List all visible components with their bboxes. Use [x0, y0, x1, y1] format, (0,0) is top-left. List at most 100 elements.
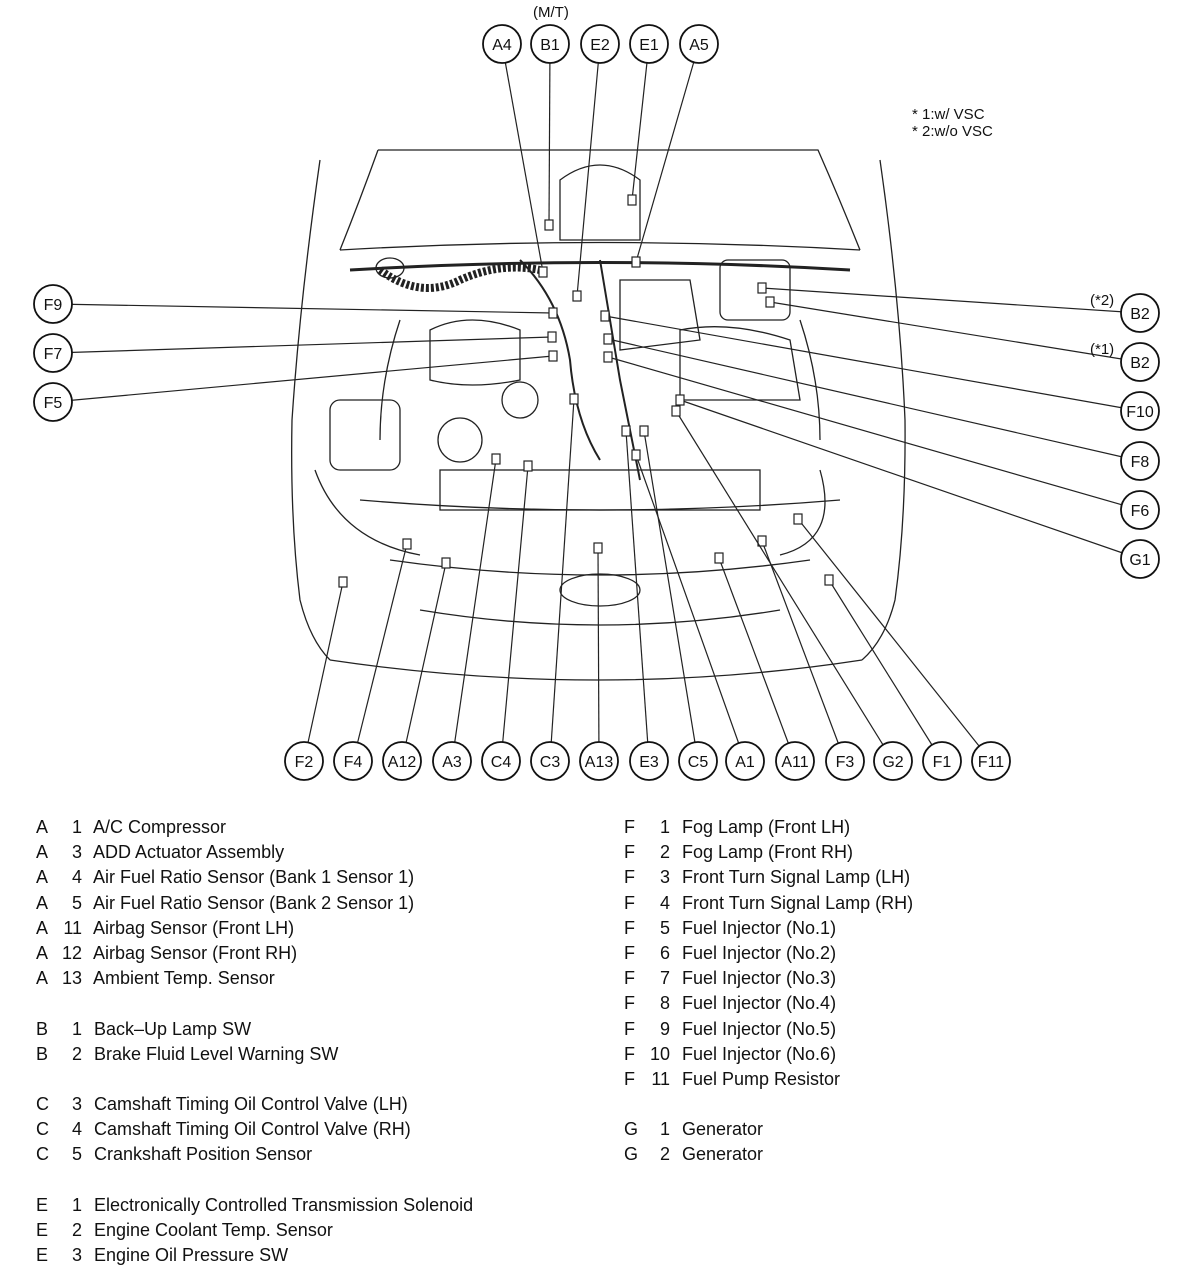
connector-marker	[757, 535, 767, 547]
callout-label: B2	[1130, 306, 1150, 323]
callout-circle	[678, 741, 718, 781]
legend-letter: F	[624, 942, 635, 963]
callout-circle	[284, 741, 324, 781]
legend-name: Generator	[672, 1119, 764, 1140]
callout-circle	[33, 333, 73, 373]
legend-letter: A	[36, 842, 49, 863]
connector-marker	[639, 425, 649, 437]
callout-label: F2	[295, 754, 314, 771]
callout-label: F4	[344, 754, 363, 771]
callout-circle	[1120, 293, 1160, 333]
connector-marker	[600, 310, 610, 322]
callout-circle	[382, 741, 422, 781]
legend-letter: F	[624, 968, 635, 989]
legend-name: Engine Coolant Temp. Sensor	[84, 1220, 333, 1240]
callout-a4: A4	[482, 24, 522, 64]
leader-line	[607, 356, 1141, 511]
legend-letter: E	[36, 1220, 49, 1240]
legend-number: 4	[659, 892, 670, 913]
legend-number: 6	[659, 942, 670, 963]
connector-marker	[491, 453, 501, 465]
legend-name: Airbag Sensor (Front LH)	[84, 917, 295, 938]
legend-name: Fog Lamp (Front RH)	[672, 842, 854, 863]
legend-number: 10	[649, 1043, 670, 1064]
callout-b2: B2	[1120, 342, 1160, 382]
callout-c4: C4	[481, 741, 521, 781]
legend-name: Engine Oil Pressure SW	[84, 1245, 289, 1266]
callout-label: F1	[933, 754, 952, 771]
leader-line	[631, 43, 650, 201]
leader-line	[761, 540, 846, 762]
leader-line	[679, 399, 1141, 560]
legend-spacer	[624, 1092, 913, 1117]
callout-circle	[580, 24, 620, 64]
callout-circle	[530, 24, 570, 64]
callout-label: A11	[781, 754, 808, 771]
legend-number: 1	[71, 1194, 82, 1215]
legend-letter: F	[624, 1043, 635, 1064]
connector-marker	[593, 542, 603, 554]
callout-a5: A5	[679, 24, 719, 64]
leader-line	[635, 43, 700, 263]
legend-number: 2	[659, 842, 670, 863]
legend-number: 1	[659, 817, 670, 837]
legend-letter: G	[624, 1119, 639, 1140]
legend-spacer	[36, 1067, 473, 1092]
callout-circle	[629, 741, 669, 781]
legend-letter: G	[624, 1144, 639, 1165]
callout-g1: G1	[1120, 539, 1160, 579]
callout-f10: F10	[1120, 391, 1160, 431]
legend-name: Fuel Injector (No.4)	[672, 993, 837, 1014]
engine-bay-illustration	[291, 149, 906, 681]
callout-a12: A12	[382, 741, 422, 781]
connector-marker	[402, 538, 412, 550]
callout-f2: F2	[284, 741, 324, 781]
legend-number: 4	[71, 1119, 82, 1140]
connector-marker	[523, 460, 533, 472]
connector-marker	[548, 307, 558, 319]
callout-circle	[33, 284, 73, 324]
legend-number: 1	[71, 1018, 82, 1039]
connector-marker	[714, 552, 724, 564]
callout-label: C3	[540, 754, 561, 771]
callout-a3: A3	[432, 741, 472, 781]
leader-line	[635, 454, 746, 762]
callout-circle	[922, 741, 962, 781]
callout-circle	[1120, 391, 1160, 431]
callout-label: B1	[540, 37, 560, 54]
leader-line	[500, 465, 529, 762]
leader-line	[797, 518, 992, 762]
legend-letter: F	[624, 917, 635, 938]
callout-label: E2	[590, 37, 610, 54]
connector-marker	[675, 394, 685, 406]
legend-name: Fuel Injector (No.2)	[672, 942, 837, 963]
callout-circle	[775, 741, 815, 781]
leader-line	[401, 562, 447, 762]
legend-letter: F	[624, 892, 635, 913]
legend-number: 4	[71, 867, 82, 888]
legend-letter: A	[36, 942, 49, 963]
legend-number: 1	[659, 1119, 670, 1140]
callout-c3: C3	[530, 741, 570, 781]
